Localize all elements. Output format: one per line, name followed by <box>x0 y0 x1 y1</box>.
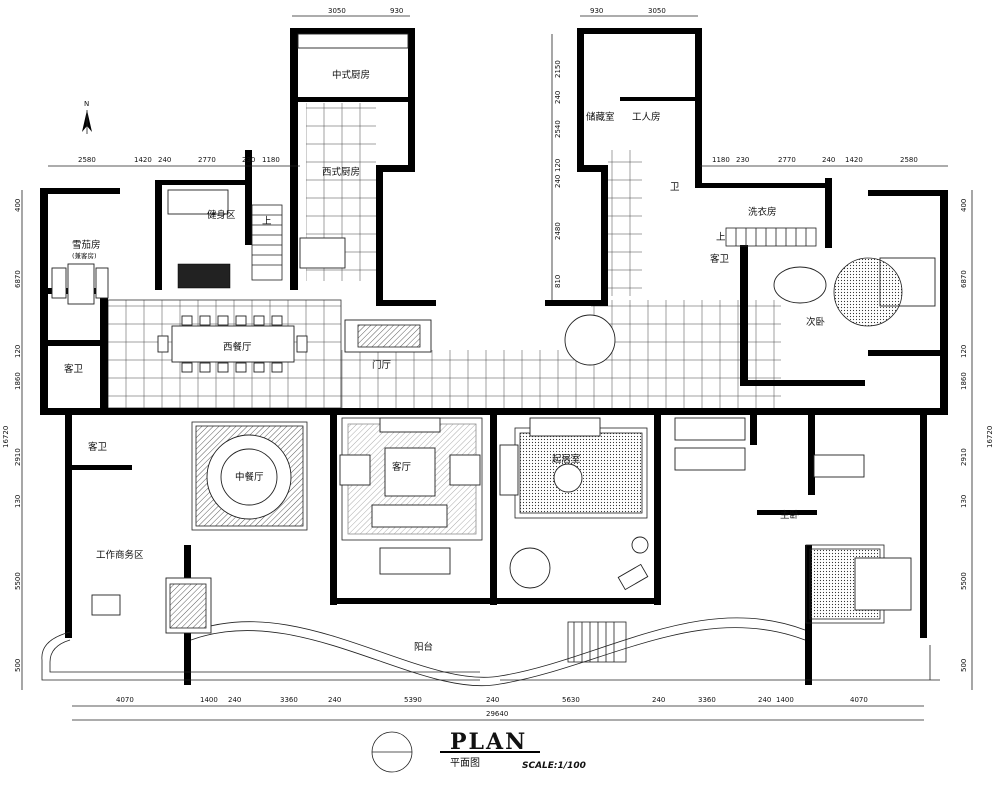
room-second-bedroom: 次卧 <box>806 316 826 328</box>
dim-mr-7: 810 <box>554 275 562 288</box>
dim-bottom-3: 240 <box>228 696 241 704</box>
dim-lower-r-1: 2910 <box>960 448 968 466</box>
dim-lv-4: 1860 <box>14 372 22 390</box>
dim-lower-l-2: 130 <box>14 495 22 508</box>
dim-rv-1: 400 <box>960 199 968 212</box>
dim-ur-1: 1180 <box>712 156 730 164</box>
dim-bottom-2: 1400 <box>200 696 218 704</box>
dim-mr-6: 2480 <box>554 222 562 240</box>
room-maid: 工人房 <box>632 111 661 123</box>
dim-ul-2: 1420 <box>134 156 152 164</box>
dim-top-left-2: 930 <box>390 7 403 15</box>
balcony-railing <box>41 617 940 686</box>
dim-bottom-6: 5390 <box>404 696 422 704</box>
dim-ur-5: 1420 <box>845 156 863 164</box>
room-family: 起居室 <box>552 453 581 465</box>
dim-lower-r-2: 130 <box>960 495 968 508</box>
dim-lower-l-4: 500 <box>14 659 22 672</box>
room-cigar-note: (兼客房) <box>72 251 97 260</box>
dim-lower-total-right: 16720 <box>986 426 994 448</box>
room-chinese-kitchen: 中式厨房 <box>332 69 370 81</box>
room-laundry: 洗衣房 <box>748 206 777 218</box>
dim-bottom-10: 3360 <box>698 696 716 704</box>
dim-lv-3: 120 <box>14 345 22 358</box>
stairs <box>251 204 817 663</box>
dim-bottom-9: 240 <box>652 696 665 704</box>
dim-lower-r-4: 500 <box>960 659 968 672</box>
room-fitness: 健身区 <box>207 209 236 221</box>
north-arrow-icon <box>82 110 92 134</box>
room-master-bedroom: 主卧 <box>780 509 800 521</box>
dim-mr-1: 2150 <box>554 60 562 78</box>
dim-mr-5: 240 <box>554 175 562 188</box>
furniture <box>51 33 936 634</box>
dim-rv-4: 1860 <box>960 372 968 390</box>
room-cigar: 雪茄房 <box>72 239 101 251</box>
dim-bottom-4: 3360 <box>280 696 298 704</box>
dim-lv-2: 6870 <box>14 270 22 288</box>
dim-top-left-1: 3050 <box>328 7 346 15</box>
room-guest-wc-left: 客卫 <box>64 363 84 375</box>
room-western-dining: 西餐厅 <box>223 341 252 353</box>
dim-lower-l-1: 2910 <box>14 448 22 466</box>
dim-ur-4: 240 <box>822 156 835 164</box>
dim-rv-3: 120 <box>960 345 968 358</box>
room-balcony: 阳台 <box>414 641 433 653</box>
dim-lower-l-3: 5500 <box>14 572 22 590</box>
stair-up-left: 上 <box>262 216 272 227</box>
dim-top-right-2: 3050 <box>648 7 666 15</box>
room-guest-wc-lower: 客卫 <box>88 441 108 453</box>
dim-bottom-12: 1400 <box>776 696 794 704</box>
dim-ur-3: 2770 <box>778 156 796 164</box>
dim-ur-6: 2580 <box>900 156 918 164</box>
dim-ul-3: 240 <box>158 156 171 164</box>
room-chinese-dining: 中餐厅 <box>235 471 264 483</box>
dim-ul-6: 1180 <box>262 156 280 164</box>
dim-lv-1: 400 <box>14 199 22 212</box>
north-label: N <box>84 100 89 108</box>
dim-ul-1: 2580 <box>78 156 96 164</box>
room-work-area: 工作商务区 <box>96 549 144 561</box>
dim-lower-total-left: 16720 <box>2 426 10 448</box>
room-storage: 储藏室 <box>586 111 615 123</box>
dim-bottom-1: 4070 <box>116 696 134 704</box>
dim-ur-2: 230 <box>736 156 749 164</box>
room-guest-wc-right: 客卫 <box>710 253 730 265</box>
dim-mr-4: 120 <box>554 159 562 172</box>
dim-bottom-7: 240 <box>486 696 499 704</box>
dim-mr-2: 240 <box>554 91 562 104</box>
plan-title: PLAN <box>450 729 527 755</box>
plan-scale: SCALE:1/100 <box>522 761 586 771</box>
stair-up-right: 上 <box>716 232 726 243</box>
room-western-kitchen: 西式厨房 <box>322 166 360 178</box>
dim-rv-2: 6870 <box>960 270 968 288</box>
dim-mr-3: 2540 <box>554 120 562 138</box>
room-living: 客厅 <box>392 461 412 473</box>
dim-lower-r-3: 5500 <box>960 572 968 590</box>
dim-bottom-5: 240 <box>328 696 341 704</box>
dim-bottom-11: 240 <box>758 696 771 704</box>
room-bath-small: 卫 <box>670 182 680 193</box>
dim-bottom-8: 5630 <box>562 696 580 704</box>
room-foyer: 门厅 <box>372 359 392 371</box>
title-block <box>371 731 540 773</box>
dim-bottom-13: 4070 <box>850 696 868 704</box>
plan-subtitle: 平面图 <box>450 757 480 769</box>
dim-ul-5: 230 <box>242 156 255 164</box>
dimension-lines <box>21 15 973 721</box>
dim-ul-4: 2770 <box>198 156 216 164</box>
dim-total-width: 29640 <box>486 710 508 718</box>
dim-top-right-1: 930 <box>590 7 603 15</box>
